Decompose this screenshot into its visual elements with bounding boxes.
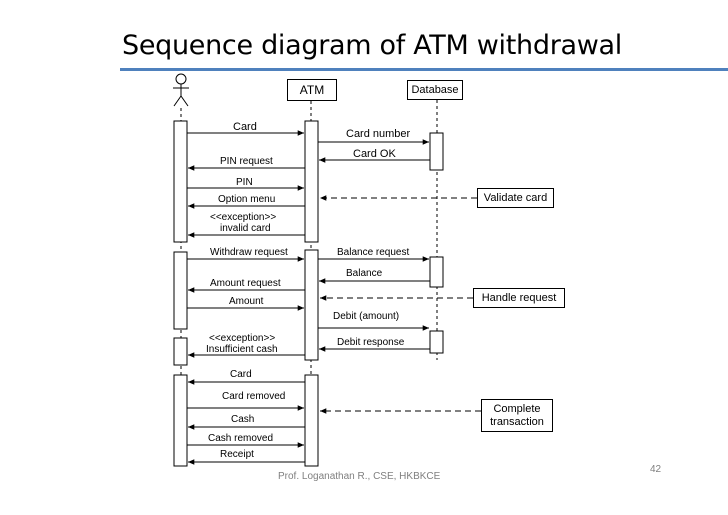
slide-title: Sequence diagram of ATM withdrawal: [122, 30, 622, 61]
label-amount-request: Amount request: [210, 278, 281, 289]
title-rule: [120, 68, 728, 71]
label-receipt: Receipt: [220, 449, 254, 460]
db-activation-1: [429, 132, 444, 171]
footer-credit: Prof. Loganathan R., CSE, HKBKCE: [278, 471, 441, 482]
label-exception-cash-1: <<exception>>: [209, 333, 276, 344]
label-balance: Balance: [346, 268, 383, 279]
label-debit-response: Debit response: [337, 337, 405, 348]
label-pin-request: PIN request: [220, 156, 273, 167]
actor-icon: [173, 73, 189, 107]
note-complete-line-1: Complete: [493, 403, 541, 415]
label-card-number: Card number: [346, 128, 411, 140]
label-cash-removed: Cash removed: [208, 433, 274, 444]
label-amount: Amount: [229, 296, 264, 307]
label-card-ok: Card OK: [353, 148, 396, 160]
label-exception-invalid-2: invalid card: [220, 223, 271, 234]
note-handle-request: Handle request: [473, 288, 565, 308]
label-option-menu: Option menu: [218, 194, 276, 205]
label-card-removed: Card removed: [222, 391, 286, 402]
atm-activation-1: [304, 120, 319, 243]
label-debit-amount: Debit (amount): [333, 311, 400, 322]
label-pin: PIN: [236, 177, 253, 188]
label-card-return: Card: [230, 369, 252, 380]
label-cash: Cash: [231, 414, 255, 425]
participant-database: Database: [407, 80, 463, 100]
actor-activation-2: [173, 251, 188, 330]
label-withdraw-request: Withdraw request: [210, 247, 288, 258]
note-complete-transaction: Complete transaction: [481, 399, 553, 432]
db-activation-3: [429, 330, 444, 354]
atm-activation-2: [304, 249, 319, 361]
note-validate-card: Validate card: [477, 188, 554, 208]
actor-activation-1: [173, 120, 188, 243]
atm-activation-3: [304, 374, 319, 467]
db-activation-2: [429, 256, 444, 288]
label-card: Card: [233, 121, 257, 133]
note-complete-line-2: transaction: [490, 416, 544, 428]
page-number: 42: [650, 464, 662, 475]
label-exception-invalid-1: <<exception>>: [210, 212, 277, 223]
actor-activation-4: [173, 374, 188, 467]
participant-atm: ATM: [287, 79, 337, 101]
label-balance-request: Balance request: [337, 247, 410, 258]
actor-activation-3: [173, 337, 188, 366]
label-exception-cash-2: Insufficient cash: [206, 344, 278, 355]
